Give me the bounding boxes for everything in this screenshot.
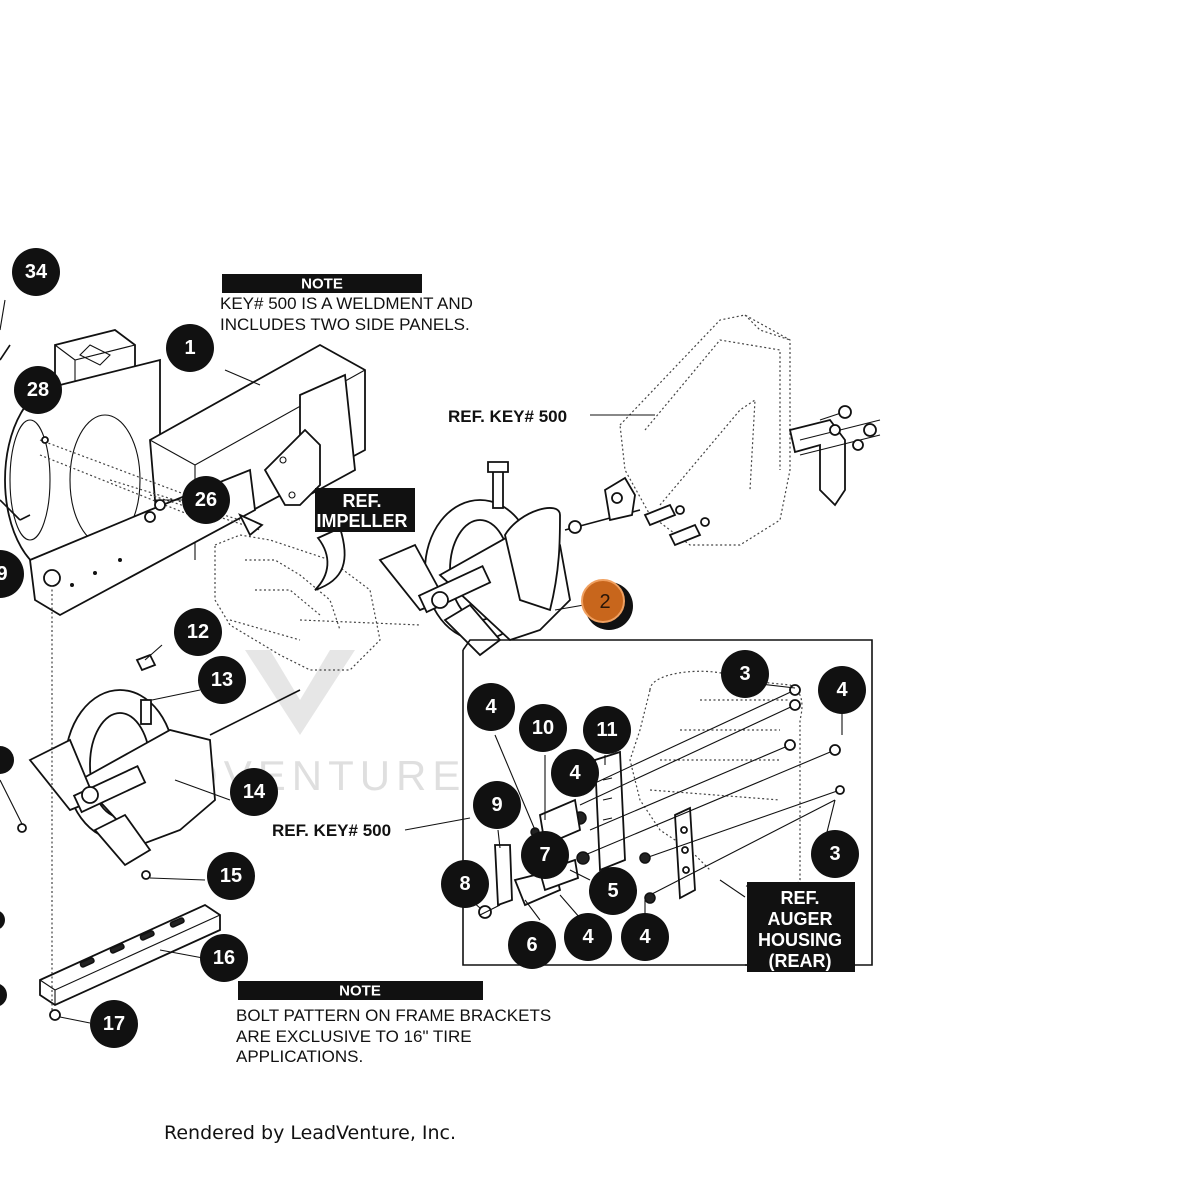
left-auger-drawing [0,653,301,880]
callout[interactable]: 6 [508,921,556,969]
svg-text:1: 1 [184,337,195,359]
svg-text:8: 8 [459,873,470,895]
note-line: APPLICATIONS. [236,1047,363,1066]
callout[interactable]: 4 [564,913,612,961]
svg-text:9: 9 [0,563,8,585]
callout[interactable]: 4 [467,683,515,731]
callouts: 34 28 1 26 9 12 13 14 15 16 17 2 3 4 4 1… [0,248,866,1048]
ref-auger-line: REF. [780,888,819,908]
svg-text:4: 4 [639,926,651,948]
svg-text:3: 3 [739,663,750,685]
callout[interactable]: 14 [230,768,278,816]
svg-text:10: 10 [532,717,554,739]
svg-text:13: 13 [211,669,233,691]
note-line: INCLUDES TWO SIDE PANELS. [220,315,470,334]
auger-housing-drawing [0,329,366,617]
ref-auger-line: (REAR) [769,951,832,971]
svg-text:17: 17 [103,1013,125,1035]
callout[interactable]: 3 [721,650,769,698]
impeller-reference-drawing [214,513,421,671]
callout[interactable]: 26 [182,476,230,524]
callout[interactable]: 34 [12,248,60,296]
edge-callouts [0,746,14,1006]
ref-auger-housing-box: REF. AUGER HOUSING (REAR) [747,882,855,972]
svg-text:7: 7 [539,844,550,866]
svg-text:16: 16 [213,947,235,969]
callout[interactable]: 16 [200,934,248,982]
svg-text:34: 34 [25,261,48,283]
callout[interactable]: 4 [621,913,669,961]
note-line: ARE EXCLUSIVE TO 16" TIRE [236,1027,472,1046]
ref-impeller-box: REF. IMPELLER [315,488,415,532]
callout[interactable]: 17 [90,1000,138,1048]
callout[interactable]: 9 [0,550,24,598]
highlight-marker [581,579,625,623]
note-line: BOLT PATTERN ON FRAME BRACKETS [236,1006,551,1025]
svg-text:12: 12 [187,621,209,643]
svg-text:26: 26 [195,489,217,511]
callout[interactable]: 4 [818,666,866,714]
ref-impeller-line: REF. [342,491,381,511]
svg-text:6: 6 [526,934,537,956]
svg-text:11: 11 [596,719,617,741]
callout[interactable]: 1 [166,324,214,372]
callout-highlighted[interactable]: 2 [581,579,633,630]
svg-text:15: 15 [220,865,242,887]
svg-text:4: 4 [582,926,594,948]
callout[interactable]: 28 [14,366,62,414]
note-heading: NOTE [339,983,381,1000]
callout[interactable]: 7 [521,831,569,879]
callout[interactable]: 15 [207,852,255,900]
svg-text:3: 3 [829,843,840,865]
note-bolt-pattern: NOTE BOLT PATTERN ON FRAME BRACKETS ARE … [236,981,551,1066]
side-panel-reference-drawing [604,314,881,547]
callout[interactable]: 5 [589,867,637,915]
callout[interactable]: 11 [583,706,631,754]
right-auger-drawing [378,461,641,657]
ref-key-label: REF. KEY# 500 [272,821,391,840]
note-heading: NOTE [301,276,343,293]
svg-text:2: 2 [599,591,610,613]
callout[interactable]: 12 [174,608,222,656]
ref-key-label: REF. KEY# 500 [448,407,567,426]
footer-credit: Rendered by LeadVenture, Inc. [164,1122,457,1144]
callout[interactable]: 9 [473,781,521,829]
ref-impeller-line: IMPELLER [316,511,407,531]
scraper-bar-drawing [39,585,221,1021]
svg-text:4: 4 [485,696,497,718]
ref-auger-line: HOUSING [758,930,842,950]
note-line: KEY# 500 IS A WELDMENT AND [220,294,473,313]
svg-text:14: 14 [243,781,266,803]
svg-text:5: 5 [607,880,618,902]
ref-auger-line: AUGER [767,909,832,929]
callout[interactable]: 8 [441,860,489,908]
note-weldment: NOTE KEY# 500 IS A WELDMENT AND INCLUDES… [220,274,473,334]
callout[interactable]: 10 [519,704,567,752]
callout[interactable]: 4 [551,749,599,797]
svg-text:4: 4 [836,679,848,701]
svg-text:9: 9 [491,794,502,816]
svg-text:28: 28 [27,379,49,401]
callout[interactable]: 3 [811,830,859,878]
svg-text:4: 4 [569,762,581,784]
callout[interactable]: 13 [198,656,246,704]
